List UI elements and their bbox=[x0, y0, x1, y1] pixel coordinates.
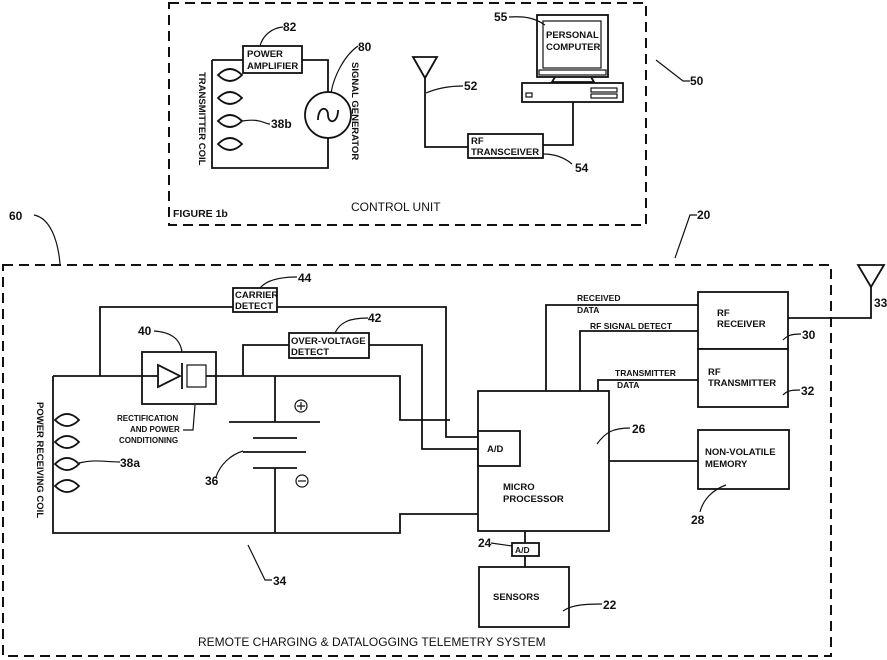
ref-32: 32 bbox=[801, 384, 815, 398]
rectification-box bbox=[142, 352, 216, 404]
ref-42: 42 bbox=[368, 311, 382, 325]
leader-44 bbox=[260, 277, 297, 288]
rf-transmitter-line1: RF bbox=[708, 367, 721, 378]
transmitter-coil-icon bbox=[218, 69, 242, 150]
leader-40 bbox=[154, 331, 182, 352]
transmitter-data-label-1: TRANSMITTER bbox=[615, 368, 676, 378]
pc-line1: PERSONAL bbox=[546, 30, 599, 41]
ref-24: 24 bbox=[478, 536, 492, 550]
plus-sign bbox=[297, 402, 305, 410]
ref-22: 22 bbox=[603, 598, 617, 612]
microprocessor-line2: PROCESSOR bbox=[503, 494, 564, 505]
power-bus-bottom bbox=[53, 376, 478, 533]
control-unit: TRANSMITTER COIL 38b POWER AMPLIFIER 82 … bbox=[169, 3, 704, 225]
ref-38a: 38a bbox=[120, 456, 140, 470]
pc-wire bbox=[543, 102, 573, 145]
ref-33: 33 bbox=[874, 296, 887, 310]
rectification-line2: AND POWER bbox=[130, 425, 180, 434]
transmitter-data-label-2: DATA bbox=[617, 380, 639, 390]
antenna-wire bbox=[425, 78, 468, 147]
leader-52 bbox=[426, 86, 463, 93]
leader-38b bbox=[242, 120, 270, 124]
leader-54 bbox=[543, 154, 572, 164]
received-data-label-1: RECEIVED bbox=[577, 293, 620, 303]
rf-receiver-line2: RECEIVER bbox=[717, 319, 766, 330]
ref-80: 80 bbox=[358, 40, 372, 54]
leader-20 bbox=[675, 215, 697, 258]
leader-34 bbox=[248, 545, 272, 580]
memory-line2: MEMORY bbox=[705, 459, 748, 470]
leader-82 bbox=[260, 27, 283, 46]
memory-line1: NON-VOLATILE bbox=[705, 447, 776, 458]
battery-icon bbox=[229, 376, 320, 533]
over-voltage-line2: DETECT bbox=[291, 347, 329, 358]
over-voltage-wire bbox=[243, 345, 478, 449]
power-bus-top bbox=[53, 376, 450, 420]
received-data-label-2: DATA bbox=[577, 305, 599, 315]
ref-34: 34 bbox=[273, 574, 287, 588]
leader-24 bbox=[491, 543, 512, 546]
figure-label: FIGURE 1b bbox=[173, 208, 228, 220]
ref-52: 52 bbox=[464, 79, 478, 93]
telemetry-system: 60 20 POWER RECEIVING COIL 38a 40 RECTIF… bbox=[3, 208, 887, 656]
ref-20: 20 bbox=[697, 208, 711, 222]
ref-36: 36 bbox=[205, 474, 219, 488]
ref-40: 40 bbox=[138, 324, 152, 338]
ref-44: 44 bbox=[298, 271, 312, 285]
rectification-line3: CONDITIONING bbox=[119, 436, 178, 445]
rf-link: 52 RF TRANSCEIVER 54 PERSONAL COMPUTER 5… bbox=[413, 10, 623, 175]
rf-transmitter-line2: TRANSMITTER bbox=[708, 378, 776, 389]
rf-receiver-line1: RF bbox=[717, 308, 730, 319]
leader-rect-label bbox=[183, 405, 195, 430]
over-voltage-line1: OVER-VOLTAGE bbox=[291, 336, 366, 347]
pc-line2: COMPUTER bbox=[546, 42, 601, 53]
power-amplifier-line1: POWER bbox=[247, 49, 283, 60]
ref-38b: 38b bbox=[271, 117, 292, 131]
ref-30: 30 bbox=[802, 328, 816, 342]
microprocessor-adc-label: A/D bbox=[487, 444, 504, 455]
power-amplifier-line2: AMPLIFIER bbox=[247, 61, 298, 72]
antenna-33-wire bbox=[788, 287, 871, 318]
power-receiving-coil-icon bbox=[55, 414, 79, 492]
leader-42 bbox=[335, 318, 368, 333]
transmitter-coil-label: TRANSMITTER COIL bbox=[196, 72, 207, 166]
sensor-adc-label: A/D bbox=[515, 545, 530, 555]
control-unit-title: CONTROL UNIT bbox=[351, 200, 441, 214]
antenna-33-icon bbox=[858, 265, 884, 287]
rf-signal-detect-label: RF SIGNAL DETECT bbox=[590, 321, 673, 331]
rf-transceiver-line1: RF bbox=[471, 136, 484, 147]
transmitter-data-wire bbox=[598, 380, 698, 391]
microprocessor-line1: MICRO bbox=[503, 482, 535, 493]
sensors-label: SENSORS bbox=[493, 592, 539, 603]
ref-28: 28 bbox=[691, 513, 705, 527]
transmitter-circuit: TRANSMITTER COIL 38b POWER AMPLIFIER 82 … bbox=[196, 20, 372, 168]
personal-computer-icon bbox=[522, 15, 623, 102]
carrier-detect-line1: CARRIER bbox=[235, 290, 278, 301]
leader-36 bbox=[216, 451, 243, 477]
rectification-line1: RECTIFICATION bbox=[117, 414, 178, 423]
leader-50 bbox=[656, 60, 690, 81]
antenna-52-icon bbox=[413, 57, 437, 78]
leader-60 bbox=[34, 215, 60, 264]
telemetry-title: REMOTE CHARGING & DATALOGGING TELEMETRY … bbox=[198, 635, 546, 649]
ref-50: 50 bbox=[690, 74, 704, 88]
rf-transceiver-line2: TRANSCEIVER bbox=[471, 147, 539, 158]
ref-82: 82 bbox=[283, 20, 297, 34]
power-receiving-coil-label: POWER RECEIVING COIL bbox=[34, 402, 45, 518]
leader-38a bbox=[79, 461, 120, 463]
ref-60: 60 bbox=[9, 209, 23, 223]
received-data-wire bbox=[546, 305, 698, 391]
ref-54: 54 bbox=[575, 161, 589, 175]
ref-55: 55 bbox=[494, 10, 508, 24]
signal-generator-label: SIGNAL GENERATOR bbox=[349, 62, 360, 160]
carrier-detect-line2: DETECT bbox=[235, 301, 273, 312]
ref-26: 26 bbox=[632, 422, 646, 436]
